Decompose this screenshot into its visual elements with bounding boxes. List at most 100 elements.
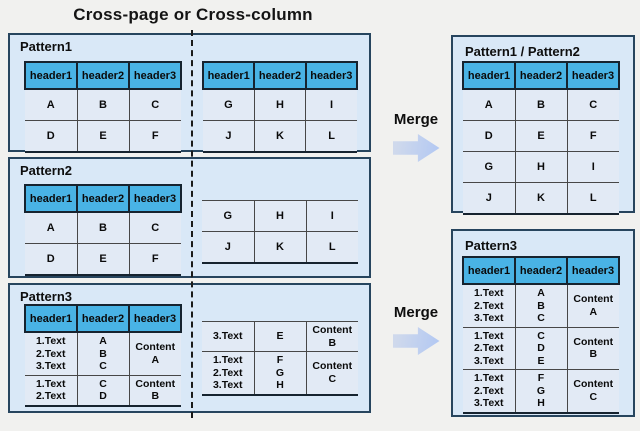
table-cell: 1.Text 2.Text 3.Text <box>463 283 516 328</box>
table-header-cell: header2 <box>514 61 568 90</box>
table-cell: 1.Text 2.Text 3.Text <box>25 331 78 376</box>
merge-arrow-icon <box>392 134 440 162</box>
table-cell: 1.Text 2.Text 3.Text <box>202 351 255 396</box>
panel-label-merged-pattern3: Pattern3 <box>465 238 518 253</box>
table-cell: B <box>76 88 130 121</box>
page-title: Cross-page or Cross-column <box>73 5 313 24</box>
table-cell: G <box>203 88 255 121</box>
table-cell: 1.Text 2.Text <box>25 374 78 407</box>
table-cell: G <box>463 151 516 183</box>
table-cell: D <box>25 243 78 276</box>
table-cell: C <box>128 88 181 121</box>
table-header-cell: header2 <box>253 61 307 90</box>
merge-indicator-top: Merge <box>383 111 449 162</box>
table-header-cell: header2 <box>514 256 568 285</box>
table-cell: A <box>463 88 516 121</box>
table-cell: I <box>305 88 357 121</box>
table-cell: I <box>566 151 619 183</box>
table-cell: C D E <box>514 326 568 370</box>
table-header-cell: header2 <box>76 304 130 333</box>
merge-indicator-bottom: Merge <box>383 304 449 355</box>
table-header-cell: header1 <box>462 256 516 285</box>
table-cell: 1.Text 2.Text 3.Text <box>463 369 516 414</box>
table-cell: J <box>463 182 516 215</box>
table-cell: Content B <box>128 374 181 407</box>
table-header-cell: header3 <box>566 61 620 90</box>
table-cell: K <box>253 231 307 264</box>
table-cell: F <box>128 243 181 276</box>
table-header-cell: header3 <box>128 61 182 90</box>
table-cell: H <box>514 151 568 183</box>
table-header-cell: header2 <box>76 184 130 213</box>
table-cell: E <box>253 321 307 352</box>
table-cell: H <box>253 200 307 232</box>
table-cell: D <box>463 120 516 152</box>
table-cell: Content A <box>566 283 619 328</box>
page-break-divider <box>191 30 193 418</box>
table-header-cell: header1 <box>24 304 78 333</box>
merge-label: Merge <box>393 111 439 128</box>
table-cell: L <box>305 120 357 153</box>
table-cell: C <box>128 211 181 244</box>
table-header-cell: header1 <box>201 61 256 90</box>
table-cell: E <box>514 120 568 152</box>
merge-arrow-icon <box>392 327 440 355</box>
table-cell: B <box>514 88 568 121</box>
table-cell: F G H <box>514 369 568 414</box>
table-cell: Content B <box>305 321 358 352</box>
table-cell: A B C <box>514 283 568 328</box>
table-cell: E <box>76 243 130 276</box>
table-cell: A <box>25 88 78 121</box>
table-cell: 1.Text 2.Text 3.Text <box>463 326 516 370</box>
table-cell: A B C <box>76 331 130 376</box>
table-cell: H <box>253 88 307 121</box>
table-cell: Content C <box>566 369 619 414</box>
panel-label-pattern3: Pattern3 <box>20 289 73 304</box>
table-cell: G <box>202 200 255 232</box>
table-cell: F <box>128 120 181 153</box>
table-cell: L <box>305 231 358 264</box>
table-cell: B <box>76 211 130 244</box>
table-header-cell: header3 <box>128 184 182 213</box>
table-cell: J <box>202 231 255 264</box>
table-header-cell: header1 <box>24 184 78 213</box>
table-cell: D <box>25 120 78 153</box>
table-cell: Content B <box>566 326 619 370</box>
table-cell: L <box>566 182 619 215</box>
panel-label-pattern2: Pattern2 <box>20 163 73 178</box>
table-cell: K <box>253 120 307 153</box>
table-cell: E <box>76 120 130 153</box>
table-header-cell: header1 <box>24 61 78 90</box>
panel-label-pattern1: Pattern1 <box>20 39 73 54</box>
table-cell: I <box>305 200 358 232</box>
